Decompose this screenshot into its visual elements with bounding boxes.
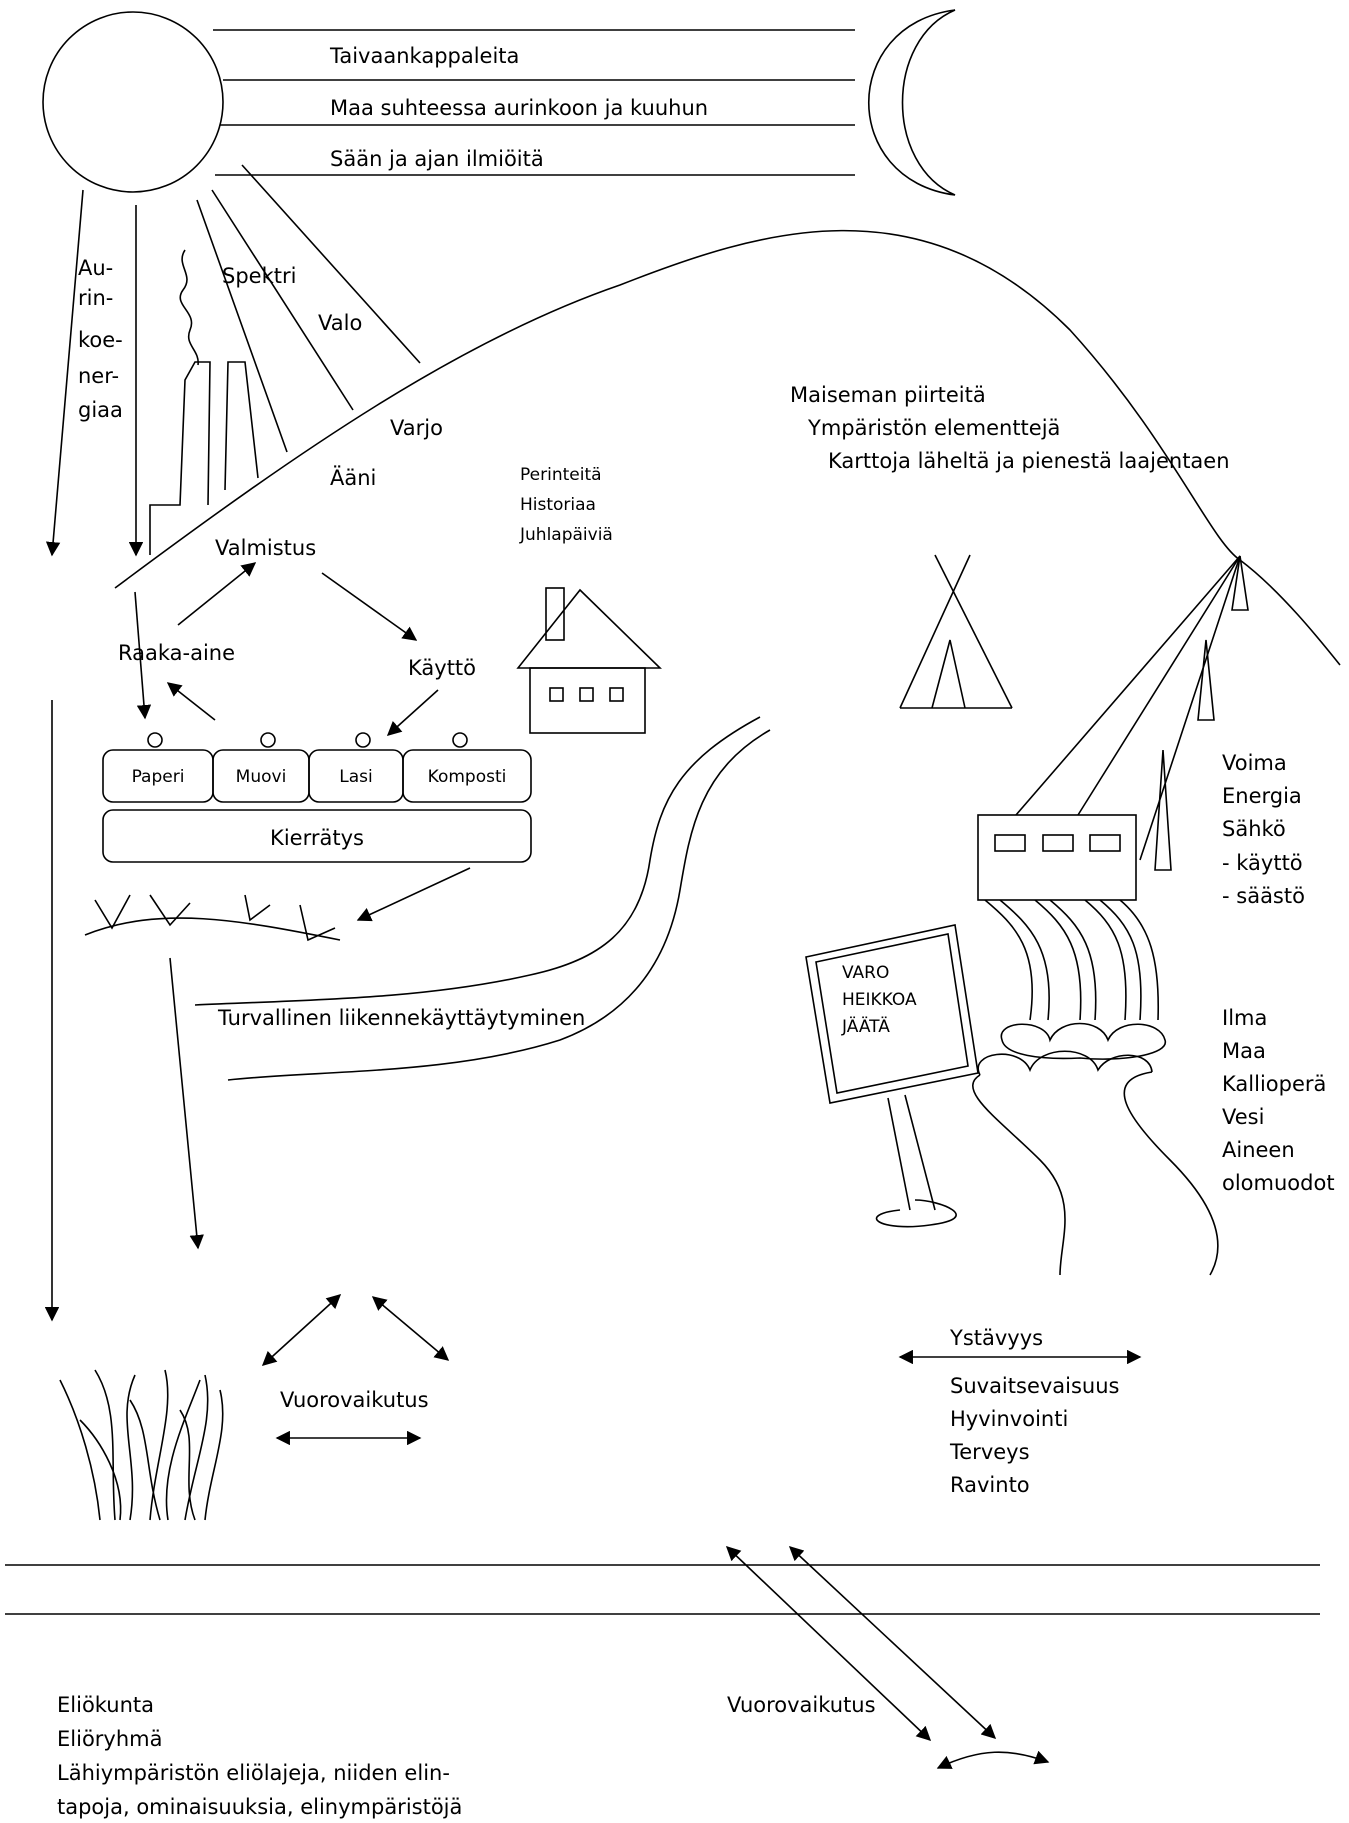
organisms-block: Eliökunta Eliöryhmä Lähiympäristön eliöl…: [57, 1693, 462, 1819]
recycling-bins: Paperi Muovi Lasi Komposti Kierrätys: [102, 732, 532, 863]
cycle-raaka-aine: Raaka-aine: [118, 641, 235, 665]
soil-sprouts-icon: [84, 867, 471, 1250]
band-text-3: Sään ja ajan ilmiöitä: [330, 147, 544, 171]
power-3: Sähkö: [1222, 817, 1286, 841]
friendship-block: Ystävyys Suvaitsevaisuus Hyvinvointi Ter…: [898, 1326, 1142, 1497]
organisms-4: tapoja, ominaisuuksia, elinympäristöjä: [57, 1795, 462, 1819]
bottom-interaction: Vuorovaikutus: [725, 1546, 1050, 1769]
energy-label-4: ner-: [78, 364, 119, 388]
sign-line-2: HEIKKOA: [842, 990, 917, 1010]
recycling-box: [102, 809, 532, 863]
house-icon: Perinteitä Historiaa Juhlapäiviä: [516, 465, 662, 734]
band-text-2: Maa suhteessa aurinkoon ja kuuhun: [330, 96, 708, 120]
wellbeing-4: Ravinto: [950, 1473, 1030, 1497]
sign-line-3: JÄÄTÄ: [841, 1016, 890, 1037]
wellbeing-2: Hyvinvointi: [950, 1407, 1068, 1431]
moon-icon: [867, 9, 956, 196]
power-1: Voima: [1222, 751, 1287, 775]
bin-label-muovi: Muovi: [236, 767, 287, 787]
sun-icon: [42, 11, 224, 193]
bin-label-komposti: Komposti: [428, 767, 507, 787]
landscape-texts: Maiseman piirteitä Ympäristön elementtej…: [790, 383, 1230, 473]
organisms-3: Lähiympäristön eliölajeja, niiden elin-: [57, 1761, 450, 1785]
energy-label-2: rin-: [78, 286, 113, 310]
matter-1: Ilma: [1222, 1006, 1267, 1030]
solar-energy-arrows: Au- rin- koe- ner- giaa: [45, 189, 144, 557]
warning-sign-icon: VARO HEIKKOA JÄÄTÄ: [805, 924, 979, 1228]
heritage-1: Perinteitä: [520, 465, 602, 485]
recycling-label: Kierrätys: [270, 826, 364, 850]
wellbeing-3: Terveys: [949, 1440, 1030, 1464]
bin-label-lasi: Lasi: [339, 767, 372, 787]
hill-line: [114, 229, 1341, 666]
sun-rays: Spektri Valo Varjo Ääni: [196, 164, 443, 490]
matter-6: olomuodot: [1222, 1171, 1335, 1195]
band-text-1: Taivaankappaleita: [329, 44, 519, 68]
cloud-rock-icon: Ilma Maa Kallioperä Vesi Aineen olomuodo…: [972, 1006, 1335, 1276]
power-2: Energia: [1222, 784, 1302, 808]
heritage-3: Juhlapäiviä: [519, 525, 613, 545]
power-4: - käyttö: [1222, 851, 1303, 875]
power-plant-icon: Voima Energia Sähkö - käyttö - säästö: [977, 555, 1305, 1021]
factory-icon: [149, 249, 259, 555]
tent-icon: [899, 554, 1013, 709]
production-cycle: Valmistus Raaka-aine Käyttö: [118, 536, 476, 736]
ray-label-spektri: Spektri: [222, 264, 296, 288]
interaction-label: Vuorovaikutus: [280, 1388, 429, 1412]
interaction2-label: Vuorovaikutus: [727, 1693, 876, 1717]
matter-3: Kallioperä: [1222, 1072, 1326, 1096]
cycle-valmistus: Valmistus: [215, 536, 316, 560]
ray-label-valo: Valo: [318, 311, 362, 335]
grass-icon: [59, 1369, 224, 1521]
matter-2: Maa: [1222, 1039, 1266, 1063]
friendship-label: Ystävyys: [949, 1326, 1043, 1350]
matter-5: Aineen: [1222, 1138, 1295, 1162]
energy-label-5: giaa: [78, 398, 123, 422]
wellbeing-1: Suvaitsevaisuus: [950, 1374, 1120, 1398]
bin-komposti: [402, 749, 532, 803]
bin-label-paperi: Paperi: [132, 767, 185, 787]
ray-label-aani: Ääni: [330, 465, 376, 490]
sky-band: Taivaankappaleita Maa suhteessa aurinkoo…: [213, 29, 855, 176]
landscape-1: Maiseman piirteitä: [790, 383, 986, 407]
heritage-2: Historiaa: [520, 495, 596, 515]
organisms-1: Eliökunta: [57, 1693, 154, 1717]
landscape-2: Ympäristön elementtejä: [807, 416, 1060, 440]
ray-label-varjo: Varjo: [390, 416, 443, 440]
energy-label-3: koe-: [78, 328, 123, 352]
cycle-kaytto: Käyttö: [408, 656, 476, 680]
landscape-3: Karttoja läheltä ja pienestä laajentaen: [828, 449, 1230, 473]
traffic-label: Turvallinen liikennekäyttäytyminen: [217, 1006, 585, 1030]
road-icon: Turvallinen liikennekäyttäytyminen: [194, 716, 771, 1081]
power-5: - säästö: [1222, 884, 1305, 908]
organisms-2: Eliöryhmä: [57, 1727, 162, 1751]
energy-label-1: Au-: [78, 256, 113, 280]
center-interaction: Vuorovaikutus: [261, 1294, 450, 1446]
matter-4: Vesi: [1222, 1105, 1264, 1129]
sign-line-1: VARO: [842, 963, 889, 983]
